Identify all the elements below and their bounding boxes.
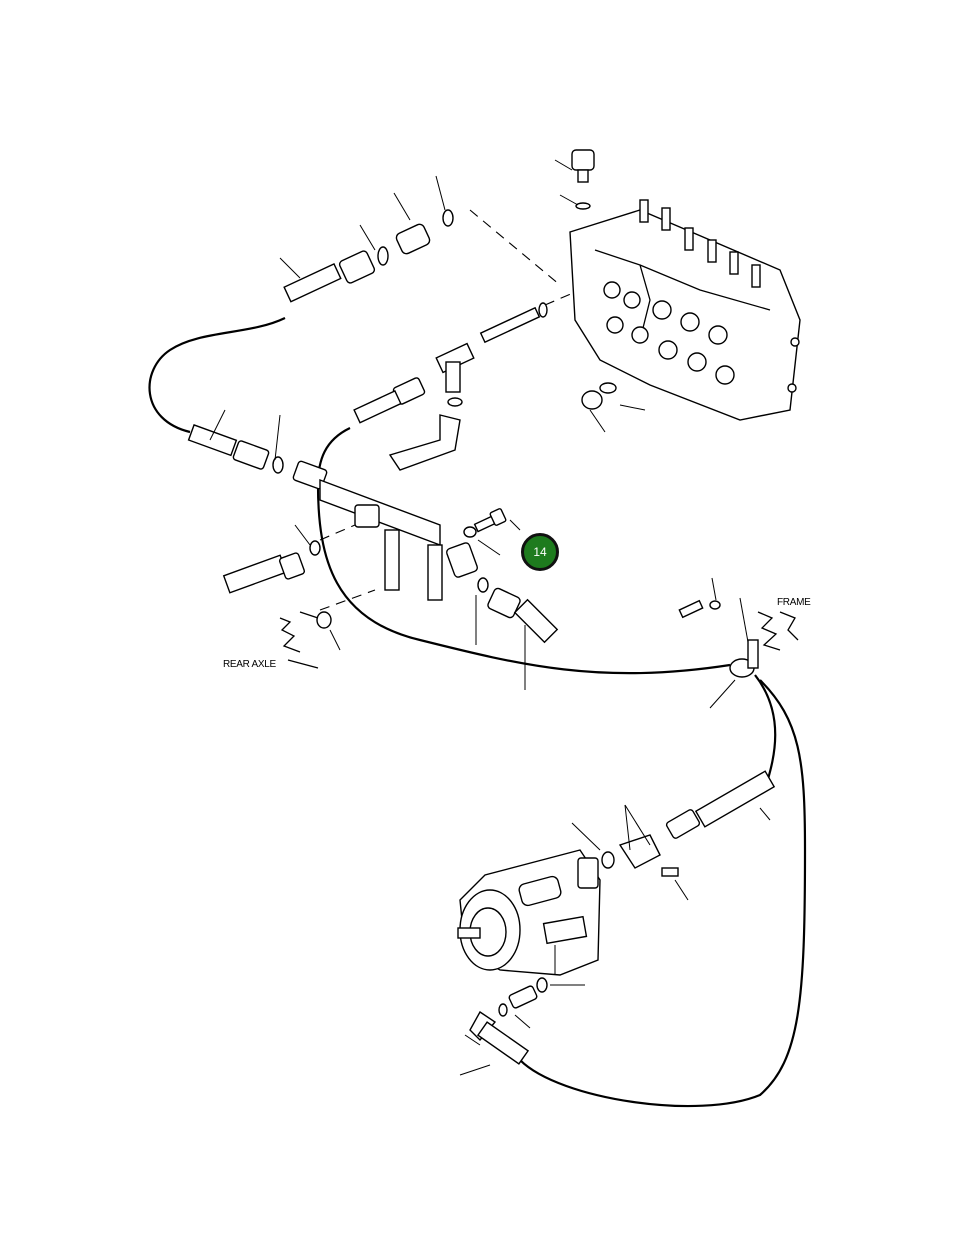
leader-lines	[209, 159, 771, 1076]
hydraulic-pump	[457, 849, 601, 976]
valve-plug	[581, 382, 617, 410]
callout-number: 14	[533, 545, 547, 559]
frame-break-mark	[757, 611, 799, 651]
dashed-line-upper	[469, 209, 561, 286]
bolt-and-washer	[463, 508, 507, 538]
rear-axle-break-mark	[279, 611, 319, 669]
right-hose-loop	[519, 679, 807, 1108]
pressure-switch	[571, 149, 595, 210]
dashed-line-mid	[319, 524, 356, 541]
upper-left-fittings	[283, 209, 454, 303]
pump-hose-fittings	[601, 770, 776, 877]
callout-14-button[interactable]: 14	[521, 533, 559, 571]
frame-label: FRAME	[777, 597, 811, 608]
rear-axle-label: REAR AXLE	[223, 659, 276, 670]
tee-fittings	[353, 302, 548, 471]
left-hose-ends	[187, 424, 328, 490]
upper-left-hose-loop	[148, 317, 286, 434]
pump-lower-fittings	[469, 977, 548, 1065]
manifold-bracket	[222, 478, 478, 601]
control-valve-block	[569, 199, 801, 421]
frame-clamp	[678, 599, 759, 678]
dashed-line-right	[544, 289, 581, 306]
lower-hose-fitting	[316, 577, 559, 644]
dashed-line-rear	[319, 589, 376, 611]
